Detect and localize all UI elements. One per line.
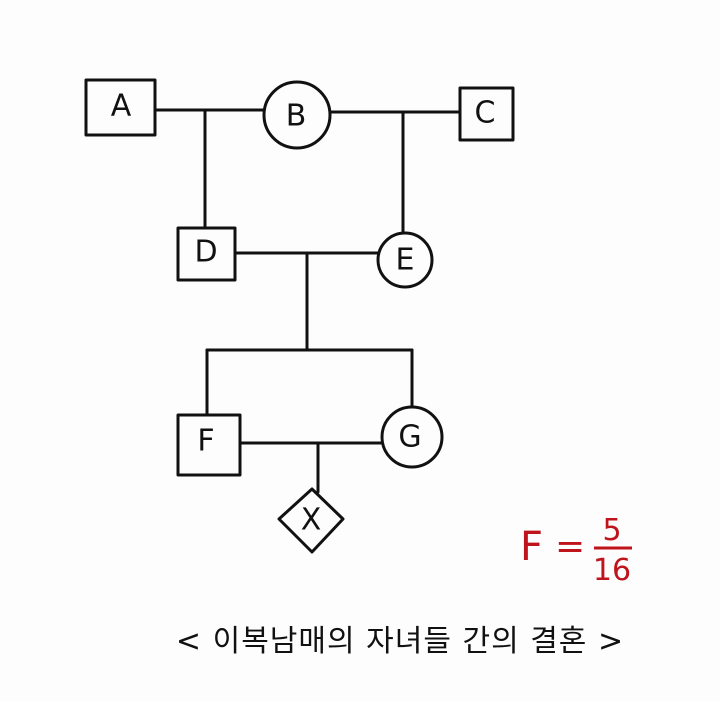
node-a: A: [84, 78, 157, 137]
formula-lhs: F: [520, 524, 543, 570]
svg-text:E: E: [396, 243, 415, 278]
svg-text:A: A: [111, 89, 132, 124]
node-b: B: [262, 80, 332, 150]
svg-text:B: B: [286, 99, 307, 134]
node-e: E: [376, 231, 434, 289]
node-c: C: [458, 86, 515, 142]
inbreeding-coefficient: F = 5 16: [520, 513, 632, 588]
node-d: D: [176, 226, 237, 282]
svg-text:C: C: [475, 96, 496, 131]
svg-text:X: X: [301, 503, 322, 538]
formula-equals: =: [555, 526, 585, 567]
diagram-caption: < 이복남매의 자녀들 간의 결혼 >: [175, 624, 625, 659]
svg-text:F: F: [197, 424, 214, 459]
node-g: G: [380, 405, 444, 469]
node-x: X: [277, 487, 345, 554]
formula-denominator: 16: [593, 553, 631, 588]
node-f: F: [176, 413, 242, 477]
svg-text:G: G: [398, 420, 421, 455]
formula-numerator: 5: [602, 513, 621, 548]
svg-text:D: D: [194, 235, 217, 270]
